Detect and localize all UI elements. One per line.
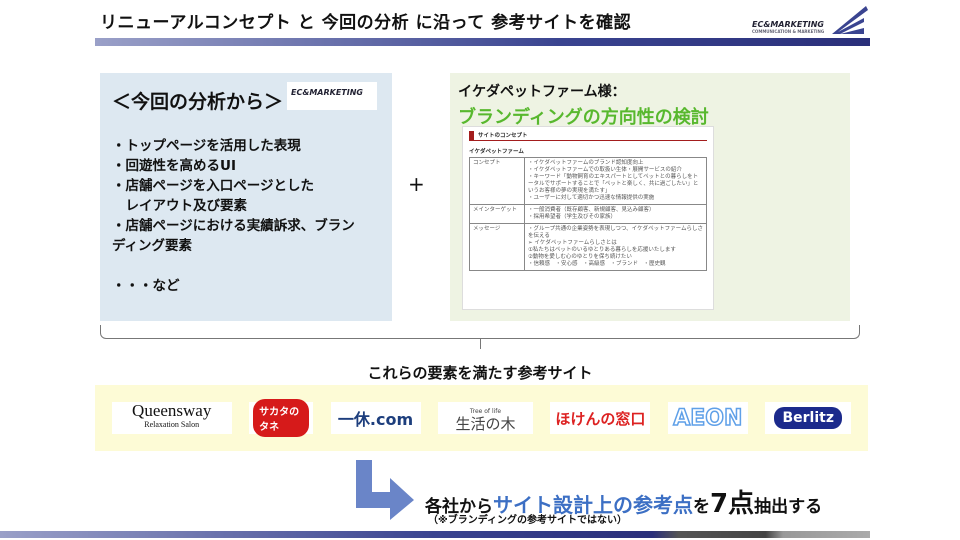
plus-sign: + [408, 172, 425, 196]
arrow-icon [356, 460, 414, 520]
analysis-panel: ＜今回の分析から＞ ・トップページを活用した表現 ・回遊性を高めるUI ・店舗ペ… [100, 73, 392, 321]
conclusion-count: 7点 [710, 489, 755, 519]
concept-line: ・採用希望者（学生及びその家族） [528, 214, 617, 220]
header-logo-text: EC&MARKETING [752, 20, 824, 29]
concept-line: ・ユーザーに対して適切かつ迅速な情報提供の実施 [528, 195, 655, 201]
concept-line: ・イケダペットファームのブランド認知度向上 [528, 160, 644, 166]
concept-line: ・グループ共通の企業姿勢を表現しつつ、イケダペットファームらしさを伝える [528, 226, 703, 239]
thumb-subtitle: イケダペットファーム [469, 149, 524, 155]
concept-content: ・一般消費者（既存顧客、新規顧客、見込み顧客）・採用希望者（学生及びその家族） [524, 204, 707, 224]
footer-divider [0, 531, 870, 538]
concept-label: メッセージ [469, 223, 525, 271]
logo-name: Queensway [132, 401, 212, 420]
analysis-etc: ・・・など [112, 278, 180, 294]
section-heading: これらの要素を満たす参考サイト [367, 364, 593, 382]
logo-name: Berlitz [774, 407, 842, 429]
header-divider [95, 38, 870, 46]
logo-ikkyu: 一休.com [330, 402, 421, 434]
concept-label: メインターゲット [469, 204, 525, 224]
conclusion-note: （※ブランディングの参考サイトではない） [428, 515, 628, 526]
analysis-list: ・トップページを活用した表現 ・回遊性を高めるUI ・店舗ページを入口ページとし… [112, 136, 380, 296]
concept-table: コンセプト・イケダペットファームのブランド認知度向上・イケダペットファームでの取… [469, 157, 707, 271]
logo-subtitle: Tree of life [469, 408, 502, 415]
concept-line: ➢ イケダペットファームらしさとは [528, 240, 617, 246]
logo-name: 生活の木 [455, 415, 516, 433]
conclusion-part: 抽出する [754, 497, 823, 517]
logo-berlitz: Berlitz [765, 402, 852, 434]
header-logo-subtext: COMMUNICATION & MARKETING [752, 29, 825, 34]
concept-slide-thumbnail: サイトのコンセプト イケダペットファーム コンセプト・イケダペットファームのブラ… [462, 126, 714, 310]
concept-row: コンセプト・イケダペットファームのブランド認知度向上・イケダペットファームでの取… [469, 157, 707, 205]
concept-table-body: コンセプト・イケダペットファームのブランド認知度向上・イケダペットファームでの取… [469, 157, 707, 271]
conclusion-part: 各社から [425, 497, 493, 517]
conclusion-highlight: サイト設計上の参考点 [493, 493, 693, 517]
concept-line: ②動物を愛しむ心のゆとりを保ち続けたい [528, 254, 632, 260]
analysis-item: ・回遊性を高めるUI [112, 158, 236, 174]
thumb-header: サイトのコンセプト [469, 131, 707, 141]
concept-line: ・イケダペットファームでの取扱い生体・展開サービスの紹介 [528, 167, 682, 173]
analysis-heading: ＜今回の分析から＞ [112, 91, 284, 113]
analysis-logo-text: EC&MARKETING [291, 88, 363, 97]
concept-row: メッセージ・グループ共通の企業姿勢を表現しつつ、イケダペットファームらしさを伝え… [469, 223, 707, 271]
concept-label: コンセプト [469, 157, 525, 205]
concept-content: ・イケダペットファームのブランド認知度向上・イケダペットファームでの取扱い生体・… [524, 157, 707, 205]
logo-sakata: サカタのタネ [249, 399, 314, 437]
logo-hoken: ほけんの窓口 [550, 402, 651, 434]
concept-row: メインターゲット・一般消費者（既存顧客、新規顧客、見込み顧客）・採用希望者（学生… [469, 204, 707, 224]
analysis-item: ディング要素 [112, 238, 193, 254]
logo-name: サカタのタネ [253, 399, 310, 437]
analysis-item: ・店舗ページを入口ページとした [112, 178, 314, 194]
logo-name: 一休.com [337, 410, 414, 429]
logo-subtitle: Relaxation Salon [144, 420, 200, 429]
logo-mark-icon [832, 6, 868, 34]
concept-line: ・一般消費者（既存顧客、新規顧客、見込み顧客） [528, 207, 655, 213]
concept-line: ・信頼感 ・安心感 ・高級感 ・ブランド ・歴史観 [528, 261, 666, 267]
conclusion-text: 各社からサイト設計上の参考点を7点抽出する [425, 483, 822, 520]
logo-aeon: AEON [667, 402, 748, 434]
bracket-tick [480, 339, 481, 349]
analysis-item: レイアウト及び要素 [112, 198, 247, 214]
analysis-logo: EC&MARKETING [287, 82, 377, 110]
client-name: イケダペットファーム様： [458, 84, 626, 100]
bracket [100, 325, 860, 339]
analysis-item: ・店舗ページにおける実績訴求、ブラン [112, 218, 355, 234]
analysis-item: ・トップページを活用した表現 [112, 138, 301, 154]
logo-name: AEON [672, 405, 743, 432]
concept-line: ①私たちはペットのいるゆとりある暮らしを応援いたします [528, 247, 676, 253]
concept-content: ・グループ共通の企業姿勢を表現しつつ、イケダペットファームらしさを伝える➢ イケ… [524, 223, 707, 271]
concept-line: ・キーワード「動物飼育のエキスパートとしてペットとの暮らしをトータルでサポートす… [528, 174, 699, 194]
slide-title: リニューアルコンセプト と 今回の分析 に沿って 参考サイトを確認 [100, 13, 632, 33]
branding-heading: ブランディングの方向性の検討 [458, 107, 709, 128]
conclusion-part: を [693, 497, 710, 517]
logo-name: ほけんの窓口 [555, 409, 646, 428]
